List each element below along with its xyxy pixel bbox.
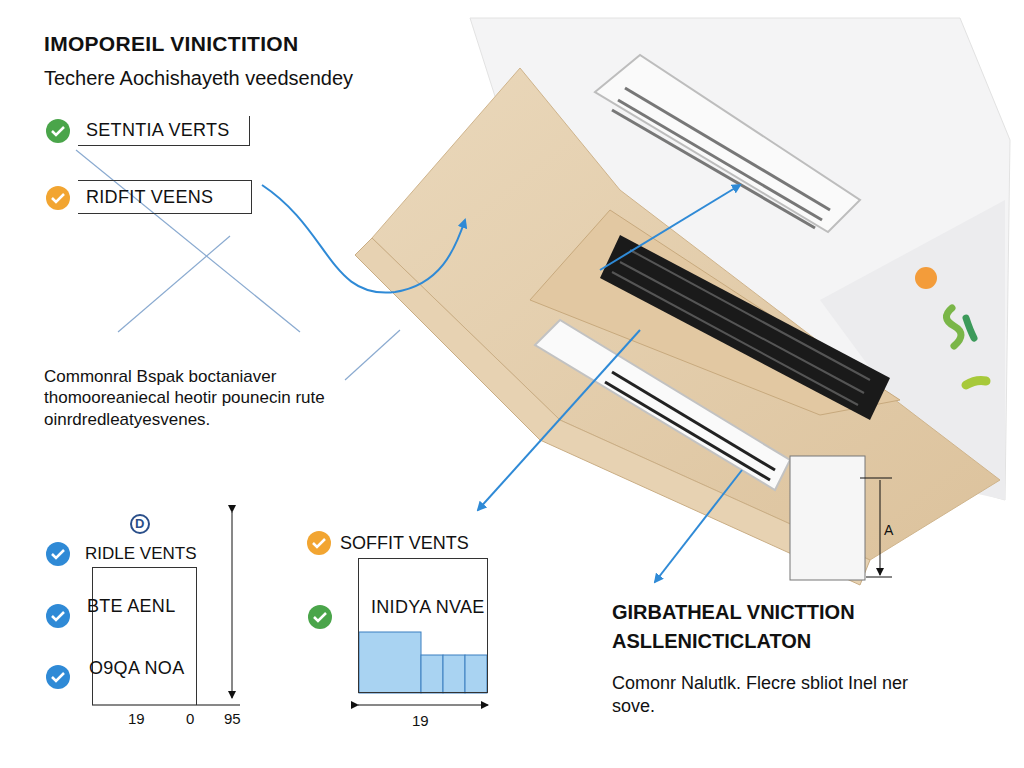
- text-label: Commonral Bspak boctaniaver thomooreanie…: [44, 366, 379, 430]
- text-label: D: [135, 516, 144, 532]
- leader-arrows: [262, 185, 742, 582]
- grille-vent: [595, 55, 860, 232]
- title: IMOPOREIL VINICTITION: [44, 32, 298, 56]
- box-text: RIDFIT VEENS: [86, 187, 213, 208]
- guide-lines: [76, 150, 400, 380]
- text-label: Comonr Nalutlk. Flecre sbliot Inel ner s…: [612, 672, 942, 717]
- deco-squiggle: [966, 318, 974, 338]
- soffit-slats: [605, 372, 775, 480]
- text-box: RIDFIT VEENS: [78, 180, 252, 214]
- bar: [359, 632, 421, 693]
- deco-squiggle: [966, 381, 986, 386]
- text-label: SOFFIT VENTS: [340, 532, 469, 555]
- text-label: 95: [224, 710, 241, 729]
- text-box: INIDYA NVAE: [358, 558, 488, 693]
- axis-line: [358, 705, 488, 706]
- deco-dot: [915, 267, 937, 289]
- bar: [465, 655, 487, 693]
- text-box: SETNTIA VERTS: [78, 116, 250, 146]
- text-label: RIDLE VENTS: [85, 543, 196, 564]
- text-label: 19: [128, 710, 145, 729]
- box-text: INIDYA NVAE: [371, 597, 485, 618]
- end-block: [790, 456, 865, 580]
- deco-squiggle: [946, 308, 961, 346]
- box-text: SETNTIA VERTS: [86, 120, 230, 141]
- box-text: O9QA NOA: [89, 658, 184, 679]
- dimension-tick: [860, 478, 892, 479]
- text-label: 19: [412, 712, 429, 731]
- axis-line: [232, 512, 233, 698]
- grille-slats: [612, 88, 830, 228]
- box-text: BTE AENL: [87, 596, 175, 617]
- dimension-tick: [866, 577, 892, 578]
- icon-ring: [131, 515, 149, 533]
- bar: [443, 655, 465, 693]
- text-label: 0: [186, 710, 194, 729]
- text-label: Techere Aochishayeth veedsendey: [44, 66, 353, 91]
- bar: [421, 655, 443, 693]
- text-label: GIRBATHEAL VNICTTION ASLLENICTICLATON: [612, 598, 952, 656]
- dimension-line: [880, 480, 881, 575]
- text-label: A: [884, 522, 893, 540]
- text-box: BTE AENLO9QA NOA: [92, 567, 197, 705]
- axis-line: [92, 705, 240, 706]
